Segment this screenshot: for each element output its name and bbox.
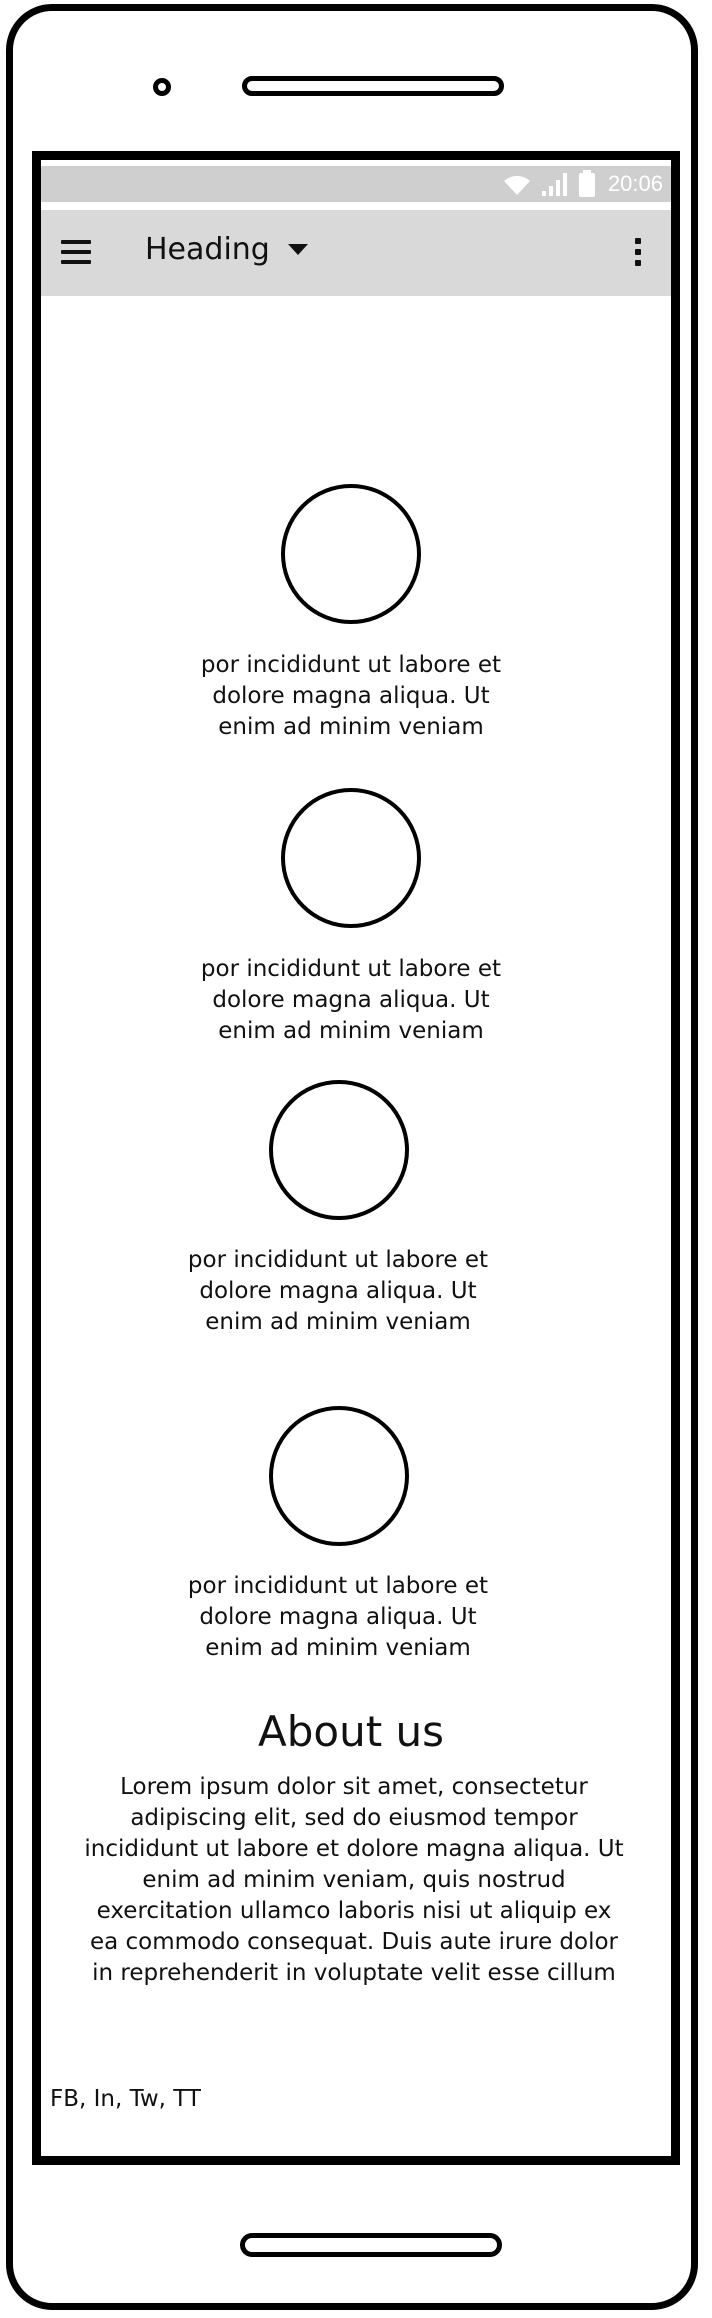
wifi-icon [503, 175, 530, 195]
feature-text-line: dolore magna aliqua. Ut [199, 1278, 477, 1304]
hamburger-menu-icon[interactable] [61, 238, 91, 266]
feature-text: por incididunt ut labore et dolore magna… [171, 954, 531, 1047]
feature-text-line: enim ad minim veniam [218, 714, 484, 740]
feature-text-line: enim ad minim veniam [205, 1635, 471, 1661]
about-body-line: in reprehenderit in voluptate velit esse… [92, 1960, 616, 1986]
app-bar-heading: Heading [145, 232, 270, 267]
speaker-grille [242, 76, 504, 96]
feature-text-line: por incididunt ut labore et [187, 1573, 489, 1599]
feature-text: por incididunt ut labore et dolore magna… [158, 1571, 518, 1664]
camera-icon [153, 78, 171, 96]
feature-text-line: enim ad minim veniam [205, 1309, 471, 1335]
about-us-heading: About us [257, 1707, 445, 1756]
status-bar: 20:06 [41, 166, 671, 202]
heading-dropdown[interactable]: Heading [145, 232, 308, 267]
signal-icon [541, 173, 567, 196]
about-us-body: Lorem ipsum dolor sit amet, consectetur … [69, 1772, 639, 1989]
feature-text-line: enim ad minim veniam [218, 1018, 484, 1044]
about-body-line: incididunt ut labore et dolore magna ali… [84, 1836, 624, 1862]
about-body-line: enim ad minim veniam, quis nostrud [142, 1867, 566, 1893]
feature-text-line: por incididunt ut labore et [187, 1247, 489, 1273]
battery-icon [578, 170, 595, 197]
feature-text-line: dolore magna aliqua. Ut [212, 683, 490, 709]
feature-text: por incididunt ut labore et dolore magna… [171, 650, 531, 743]
phone-screen: 20:06 Heading por incididunt ut labore e… [32, 151, 680, 2165]
feature-image-placeholder [269, 1080, 409, 1220]
feature-text-line: dolore magna aliqua. Ut [199, 1604, 477, 1630]
feature-image-placeholder [281, 788, 421, 928]
about-body-line: ea commodo consequat. Duis aute irure do… [89, 1929, 619, 1955]
vertical-dots-icon[interactable] [631, 236, 645, 268]
social-links[interactable]: FB, In, Tw, TT [50, 2086, 201, 2112]
feature-text-line: por incididunt ut labore et [200, 956, 502, 982]
about-body-line: adipiscing elit, sed do eiusmod tempor [130, 1805, 578, 1831]
about-body-line: Lorem ipsum dolor sit amet, consectetur [120, 1774, 588, 1800]
about-body-line: exercitation ullamco laboris nisi ut ali… [96, 1898, 612, 1924]
caret-down-icon [287, 243, 308, 255]
feature-image-placeholder [281, 484, 421, 624]
status-icons: 20:06 [502, 166, 663, 202]
app-bar: Heading [41, 210, 671, 296]
home-button[interactable] [240, 2233, 502, 2257]
feature-text-line: dolore magna aliqua. Ut [212, 987, 490, 1013]
feature-image-placeholder [269, 1406, 409, 1546]
status-time: 20:06 [607, 171, 663, 196]
feature-text: por incididunt ut labore et dolore magna… [158, 1245, 518, 1338]
feature-text-line: por incididunt ut labore et [200, 652, 502, 678]
